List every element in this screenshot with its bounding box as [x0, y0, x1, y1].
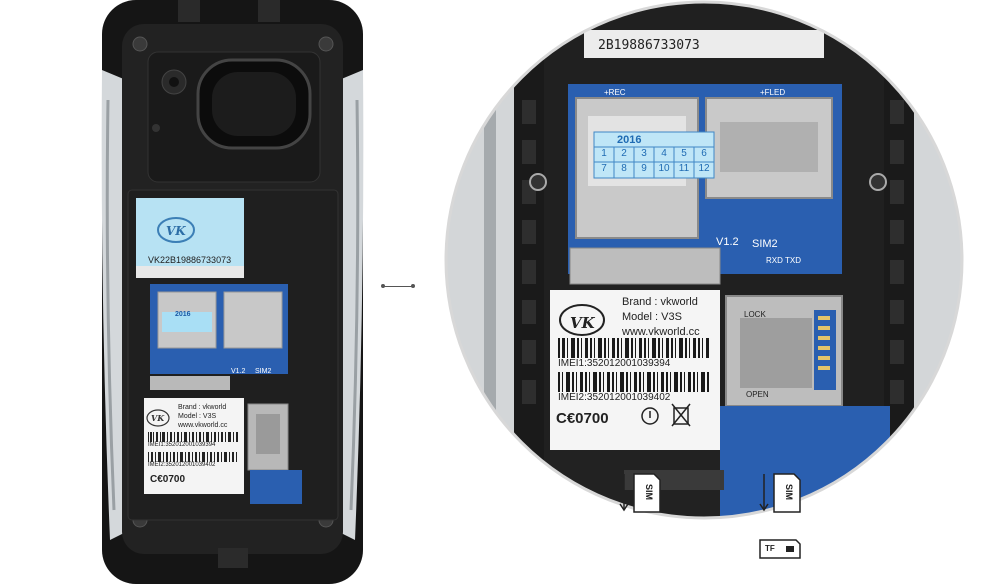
zoom-vk-logo: VK [570, 314, 595, 332]
tf-card-icon: TF [758, 536, 802, 562]
grid-cell: 7 [601, 163, 607, 174]
phone-back-image: VK VK [101, 0, 364, 584]
grid-cell: 2 [621, 148, 627, 159]
grid-cell: 5 [681, 148, 687, 159]
grid-cell: 4 [661, 148, 667, 159]
zoom-fled-label: +FLED [760, 88, 786, 97]
phone-v12-label: V1.2 [231, 368, 246, 375]
zoom-rxd-txd-label: RXD TXD [766, 256, 801, 265]
zoom-tf-lock-label: LOCK [744, 310, 766, 319]
grid-cell: 10 [658, 163, 670, 174]
zoom-v12-label: V1.2 [716, 236, 739, 248]
zoom-rec-label: +REC [604, 88, 626, 97]
zoom-tf-open-label: OPEN [746, 390, 769, 399]
zoom-sim2-label: SIM2 [752, 238, 778, 250]
zoom-grid-year: 2016 [617, 134, 642, 146]
zoom-grid-row-1: 1 2 3 4 5 6 [594, 148, 714, 163]
phone-sticker-code: VK22B19886733073 [148, 255, 232, 265]
grid-cell: 3 [641, 148, 647, 159]
zoom-label-url: www.vkworld.cc [622, 326, 700, 338]
zoom-label-brand: Brand : vkworld [622, 296, 698, 308]
connector-dot-left [381, 284, 385, 288]
zoom-label-ce-mark: C€0700 [556, 410, 609, 427]
grid-cell: 12 [698, 163, 710, 174]
phone-label-imei1: IMEI1:352012001039394 [148, 442, 216, 448]
zoom-top-code: 2B19886733073 [598, 38, 700, 53]
tf-icon-text: TF [765, 544, 775, 553]
grid-cell: 8 [621, 163, 627, 174]
phone-label-model: Model : V3S [178, 413, 217, 420]
grid-cell: 1 [601, 148, 607, 159]
sim-insert-icon: SIM [618, 470, 668, 518]
zoom-label-imei2: IMEI2:352012001039402 [558, 392, 671, 403]
grid-cell: 9 [641, 163, 647, 174]
zoom-label-model: Model : V3S [622, 311, 682, 323]
sim-insert-icon-2: SIM [758, 470, 808, 518]
zoom-label-imei1: IMEI1:352012001039394 [558, 358, 671, 369]
phone-grid-year: 2016 [175, 311, 191, 318]
phone-label-ce-mark: C€0700 [150, 474, 186, 485]
phone-label-url: www.vkworld.cc [178, 422, 228, 429]
zoom-grid-row-2: 7 8 9 10 11 12 [594, 163, 714, 178]
svg-text:VK: VK [151, 413, 165, 423]
sim-icon-text: SIM [644, 484, 654, 501]
grid-cell: 6 [701, 148, 707, 159]
zoom-magnifier-image [444, 0, 964, 520]
phone-label-brand: Brand : vkworld [178, 404, 227, 411]
connector-dot-right [411, 284, 415, 288]
phone-label-imei2: IMEI2:352012001039402 [148, 462, 216, 468]
zoom-connector-line [382, 286, 414, 287]
sim-icon-text: SIM [784, 484, 794, 501]
grid-cell: 11 [678, 163, 690, 174]
phone-sim2-label: SIM2 [255, 368, 272, 375]
svg-text:VK: VK [166, 224, 186, 238]
